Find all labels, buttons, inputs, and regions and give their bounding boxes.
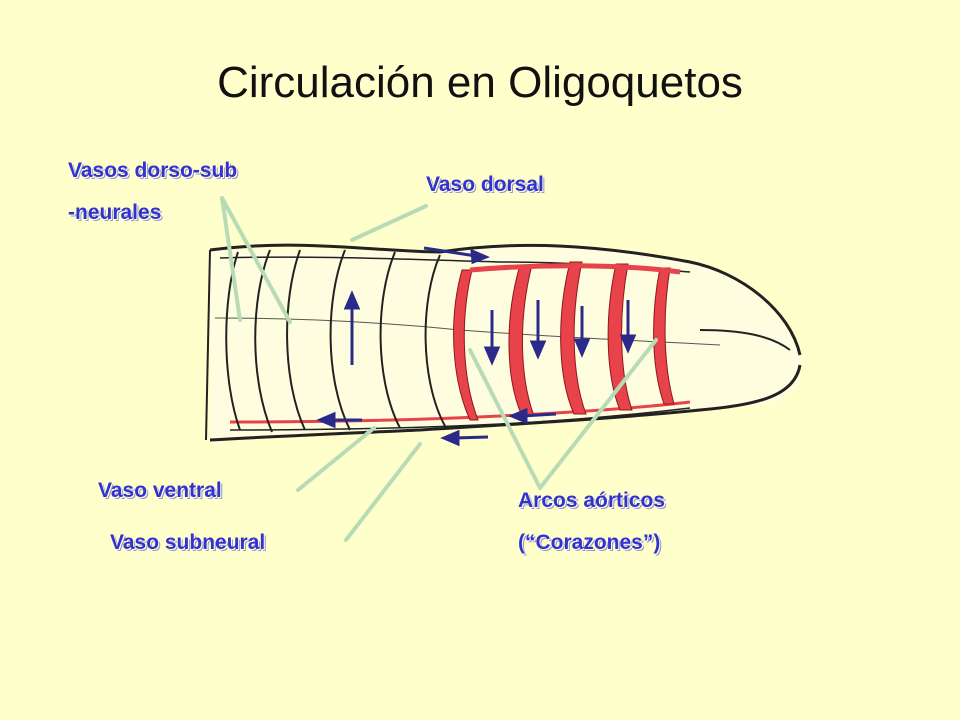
arrow-subneural-back [440, 429, 489, 447]
aortic-arch-4 [607, 263, 633, 411]
arrow-down-arch-1 [483, 310, 501, 366]
segment-rings [225, 249, 446, 433]
leader-vasos-dorso-sub-2 [220, 196, 292, 324]
leader-arcos-2 [538, 338, 658, 490]
label-vasos-dorso-sub-line1: Vasos dorso-sub [68, 159, 238, 182]
arrow-dorsal-forward [423, 246, 490, 265]
subneural-vessel [229, 407, 691, 431]
aortic-arches [453, 261, 675, 421]
leader-vaso-ventral [296, 426, 376, 492]
slide-title: Circulación en Oligoquetos [217, 58, 743, 107]
leader-vaso-dorsal [350, 204, 428, 242]
dorsal-vessel-red [469, 263, 681, 275]
label-vaso-dorsal: Vaso dorsal [426, 173, 544, 196]
leader-lines [220, 196, 658, 542]
arrow-up-dorsal-sub [343, 290, 361, 365]
arrow-down-arch-2 [529, 300, 547, 360]
label-vaso-subneural: Vaso subneural [110, 531, 266, 554]
leader-vasos-dorso-sub-1 [220, 196, 242, 322]
worm-cut-edge [205, 249, 211, 441]
label-vaso-ventral: Vaso ventral [98, 479, 222, 502]
label-arcos-aorticos-line1: Arcos aórticos [518, 489, 666, 512]
arrow-down-arch-3 [573, 306, 591, 358]
leader-arcos-1 [468, 348, 542, 490]
arrow-ventral-back-1 [508, 407, 557, 425]
ventral-vessel [229, 400, 691, 424]
arrow-ventral-back-2 [316, 411, 362, 429]
flow-arrows [316, 246, 637, 447]
label-arcos-aorticos-line2: (“Corazones”) [518, 531, 661, 554]
aortic-arch-1 [453, 269, 479, 421]
worm-outline-top [209, 243, 802, 356]
worm-snout [699, 329, 791, 351]
arrow-down-arch-4 [619, 300, 637, 354]
worm-outline-bottom [209, 364, 802, 442]
leader-vaso-subneural [344, 442, 422, 542]
aortic-arch-5 [653, 267, 675, 405]
label-vasos-dorso-sub-line2: -neurales [68, 201, 162, 224]
worm-body [210, 245, 801, 440]
aortic-arch-3 [560, 261, 587, 415]
